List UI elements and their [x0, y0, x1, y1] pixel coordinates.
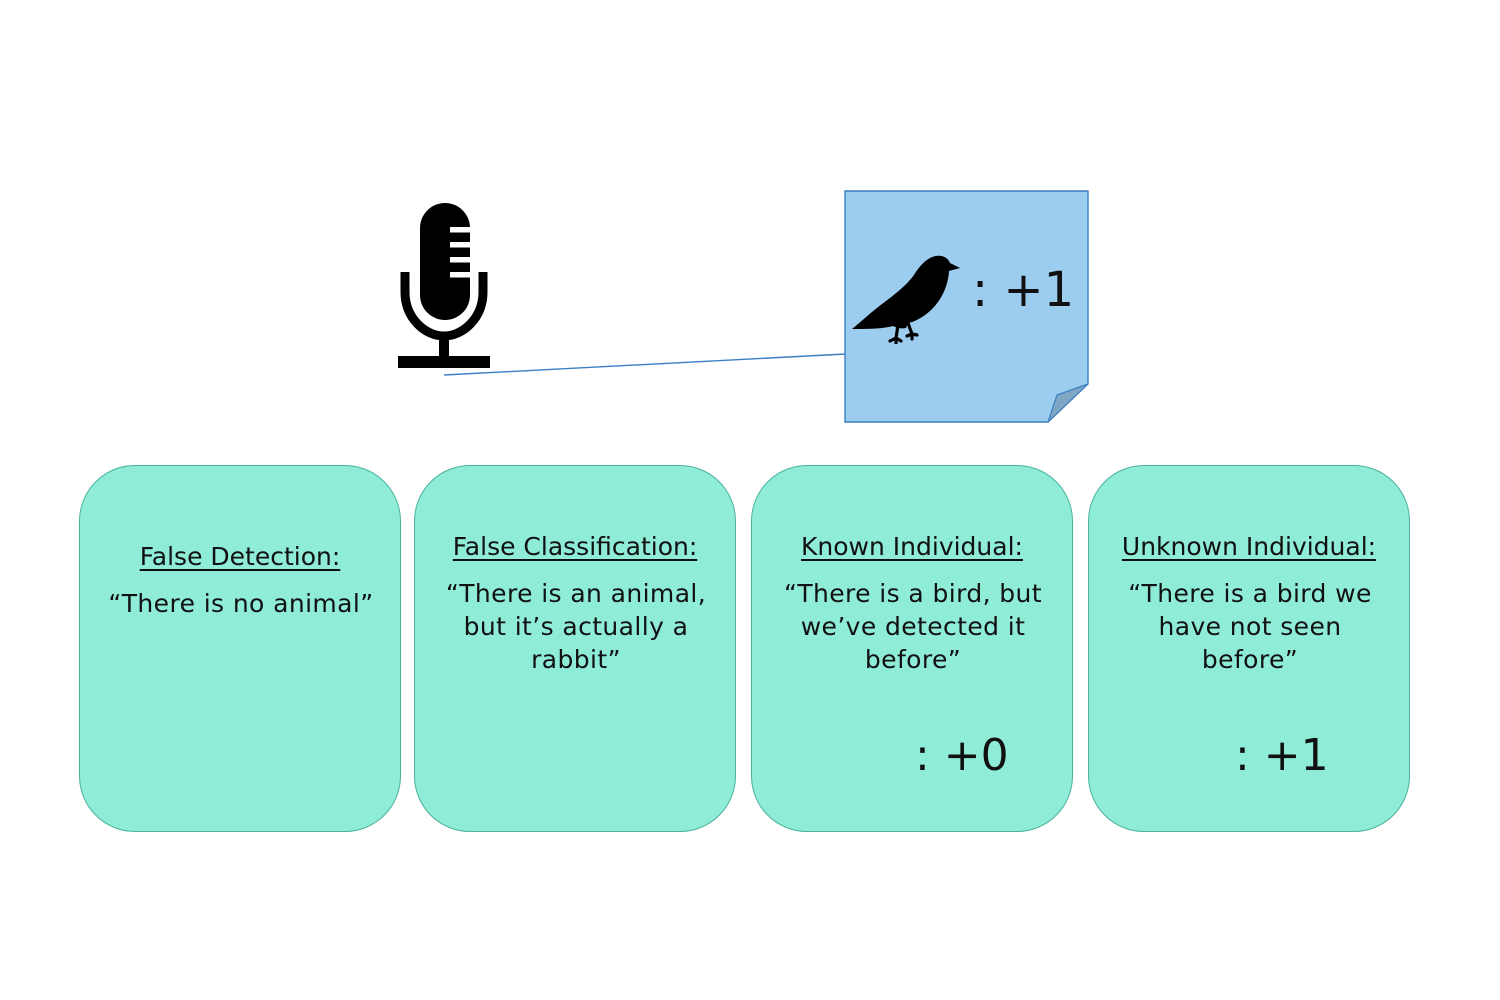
card-known-individual: Known Individual: “There is a bird, but …: [751, 465, 1073, 832]
card-title: False Detection:: [139, 542, 341, 571]
card-title: False Classification:: [452, 532, 698, 561]
card-false-detection: False Detection: “There is no animal”: [79, 465, 401, 832]
card-quote: “There is no animal”: [108, 589, 374, 618]
connector-line: [443, 353, 847, 376]
card-unknown-individual: Unknown Individual: “There is a bird we …: [1088, 465, 1410, 832]
card-title: Unknown Individual:: [1121, 532, 1377, 561]
card-score-label: : +1: [1235, 730, 1329, 781]
card-quote: “There is a bird we have not seen before…: [1128, 579, 1372, 674]
card-title: Known Individual:: [801, 532, 1023, 561]
bird-icon: [850, 254, 960, 344]
card-quote: “There is a bird, but we’ve detected it …: [783, 579, 1043, 674]
microphone-icon: [398, 203, 490, 368]
card-quote: “There is an animal, but it’s actually a…: [445, 579, 707, 674]
note-score-label: : +1: [972, 262, 1075, 318]
card-score-label: : +0: [915, 730, 1009, 781]
card-false-classification: False Classification: “There is an anima…: [414, 465, 736, 832]
